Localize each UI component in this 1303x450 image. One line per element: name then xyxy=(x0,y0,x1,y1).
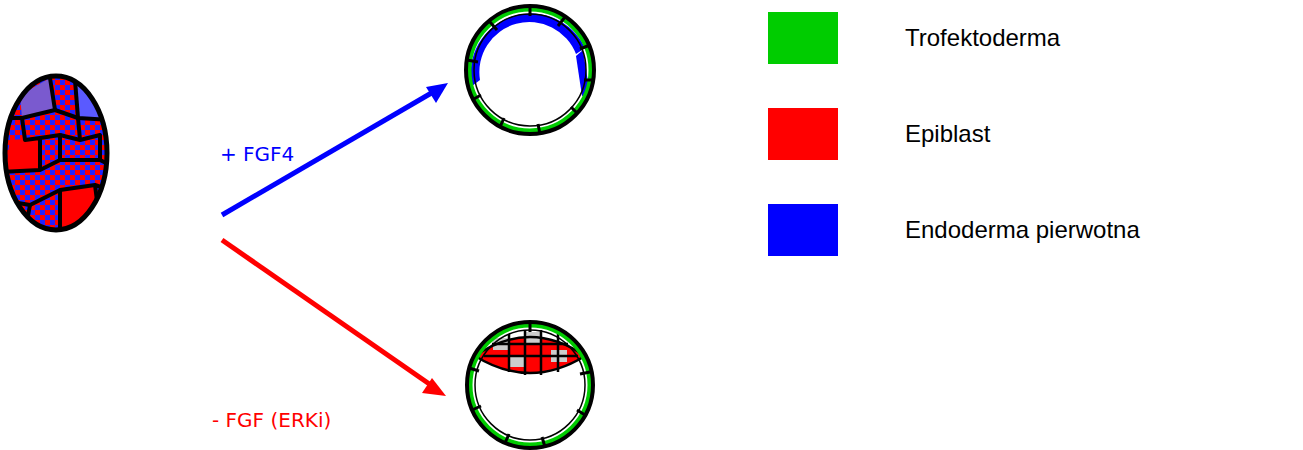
arrow-head xyxy=(426,83,448,103)
blastocyst-fgf4 xyxy=(466,6,594,134)
legend-text: Epiblast xyxy=(905,120,990,149)
legend-swatch xyxy=(768,108,838,160)
legend-text: Endoderma pierwotna xyxy=(905,216,1140,245)
condition-label: - FGF (ERKi) xyxy=(212,408,331,432)
condition-label: + FGF4 xyxy=(220,142,294,166)
legend-swatch xyxy=(768,12,838,64)
arrow-line xyxy=(222,240,438,390)
blastocyst-erki xyxy=(467,322,593,448)
legend-swatch xyxy=(768,204,838,256)
morula xyxy=(0,76,110,232)
legend-text: Trofektoderma xyxy=(905,24,1060,53)
arrow-head xyxy=(422,378,446,396)
